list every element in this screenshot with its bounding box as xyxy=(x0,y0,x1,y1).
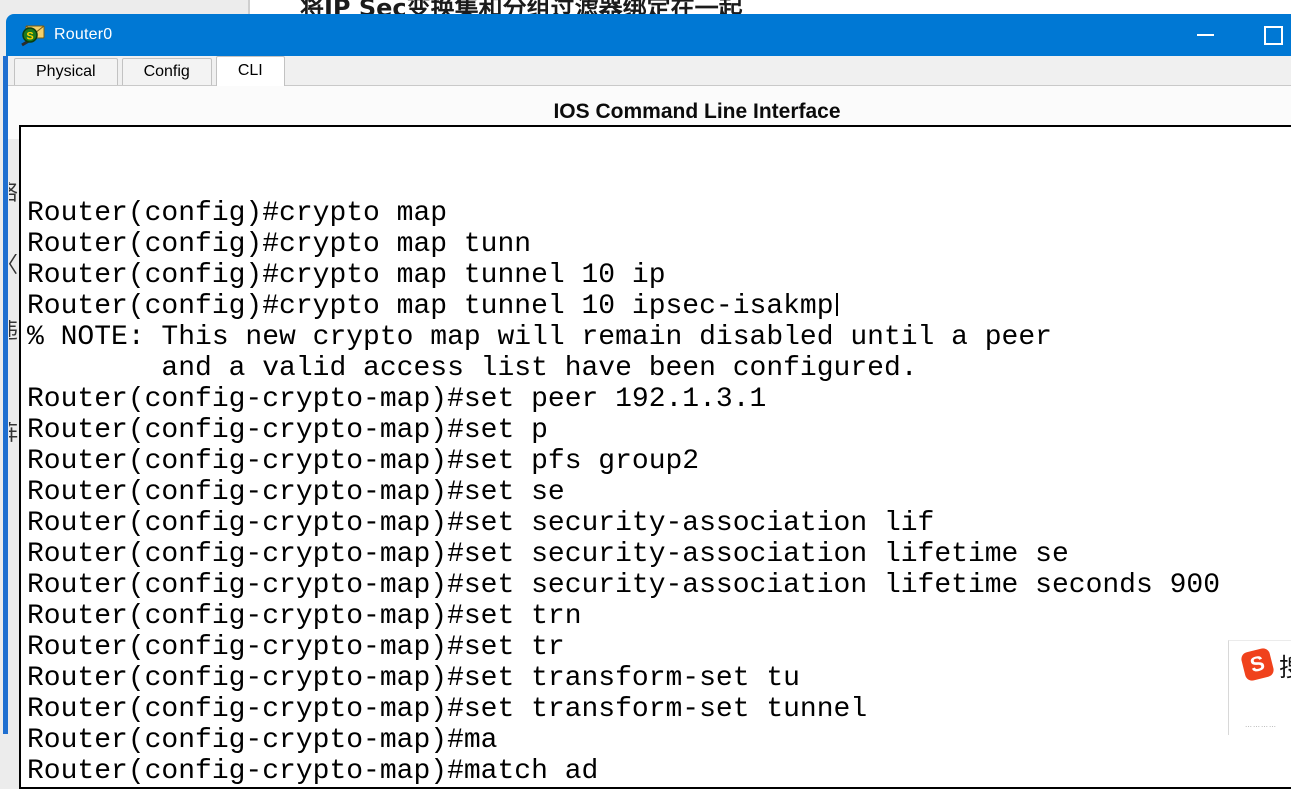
popup-footer-text: ⋯⋯⋯⋯ xyxy=(1245,724,1277,731)
background-strip: 将IP Sec变换集和分组过滤器绑定在一起 xyxy=(0,0,1291,14)
terminal-line: Router(config-crypto-map)#match ad xyxy=(27,756,599,787)
background-heading: 将IP Sec变换集和分组过滤器绑定在一起 xyxy=(300,0,743,14)
terminal-line: and a valid access list have been config… xyxy=(27,353,918,384)
terminal-line: Router(config-crypto-map)#set security-a… xyxy=(27,570,1220,601)
terminal-line: Router(config)#crypto map tunnel 10 ip xyxy=(27,260,666,291)
terminal-line: Router(config-crypto-map)#set pfs group2 xyxy=(27,446,700,477)
terminal-line: Router(config-crypto-map)#set p xyxy=(27,415,548,446)
terminal-line: Router(config-crypto-map)#ma xyxy=(27,725,498,756)
titlebar[interactable]: S Router0 xyxy=(6,14,1291,56)
sogou-s-icon[interactable]: S xyxy=(1239,646,1276,683)
svg-text:S: S xyxy=(26,31,33,43)
background-divider xyxy=(248,0,250,14)
text-cursor xyxy=(835,293,838,316)
terminal-line: Router(config-crypto-map)#set transform-… xyxy=(27,694,868,725)
background-text-fragment: 〈 xyxy=(9,254,18,278)
terminal-line: Router(config-crypto-map)#set trn xyxy=(27,601,582,632)
terminal-line: Router(config)#crypto map tunnel 10 ipse… xyxy=(27,291,1291,322)
terminal-line: Router(config-crypto-map)#set tr xyxy=(27,632,565,663)
terminal-line: Router(config-crypto-map)#set peer 192.1… xyxy=(27,384,767,415)
minimize-button[interactable] xyxy=(1182,14,1228,56)
terminal-line: Router(config)#crypto map xyxy=(27,198,448,229)
minimize-icon xyxy=(1196,34,1214,36)
tab-cli[interactable]: CLI xyxy=(215,56,285,86)
terminal-line: Router(config)#crypto map tunn xyxy=(27,229,532,260)
terminal-line: Router(config-crypto-map)#set se xyxy=(27,477,565,508)
maximize-button[interactable] xyxy=(1250,14,1291,56)
background-document xyxy=(250,0,1291,14)
window-title: Router0 xyxy=(54,26,113,43)
cli-header-title: IOS Command Line Interface xyxy=(553,100,841,123)
tab-physical[interactable]: Physical xyxy=(14,58,118,85)
tab-config[interactable]: Config xyxy=(121,58,212,85)
background-text-fragment: 阵 xyxy=(9,422,18,446)
background-text-fragment: 违 xyxy=(9,320,18,344)
maximize-icon xyxy=(1263,25,1283,45)
terminal-line: % NOTE: This new crypto map will remain … xyxy=(27,322,1052,353)
terminal-line: Router(config-crypto-map)#set security-a… xyxy=(27,508,935,539)
left-edge-strip: 络〈违阵 xyxy=(0,56,19,734)
packet-tracer-device-icon: S xyxy=(21,25,45,47)
terminal-line: Router(config-crypto-map)#set transform-… xyxy=(27,663,800,694)
terminal-line: Router(config-crypto-map)#set security-a… xyxy=(27,539,1069,570)
background-text-fragment: 络 xyxy=(9,182,18,206)
popup-label: 搜 xyxy=(1279,648,1291,684)
overlay-popup[interactable]: S 搜 ⋯⋯⋯⋯ xyxy=(1228,640,1291,735)
background-window-edge xyxy=(3,56,8,734)
